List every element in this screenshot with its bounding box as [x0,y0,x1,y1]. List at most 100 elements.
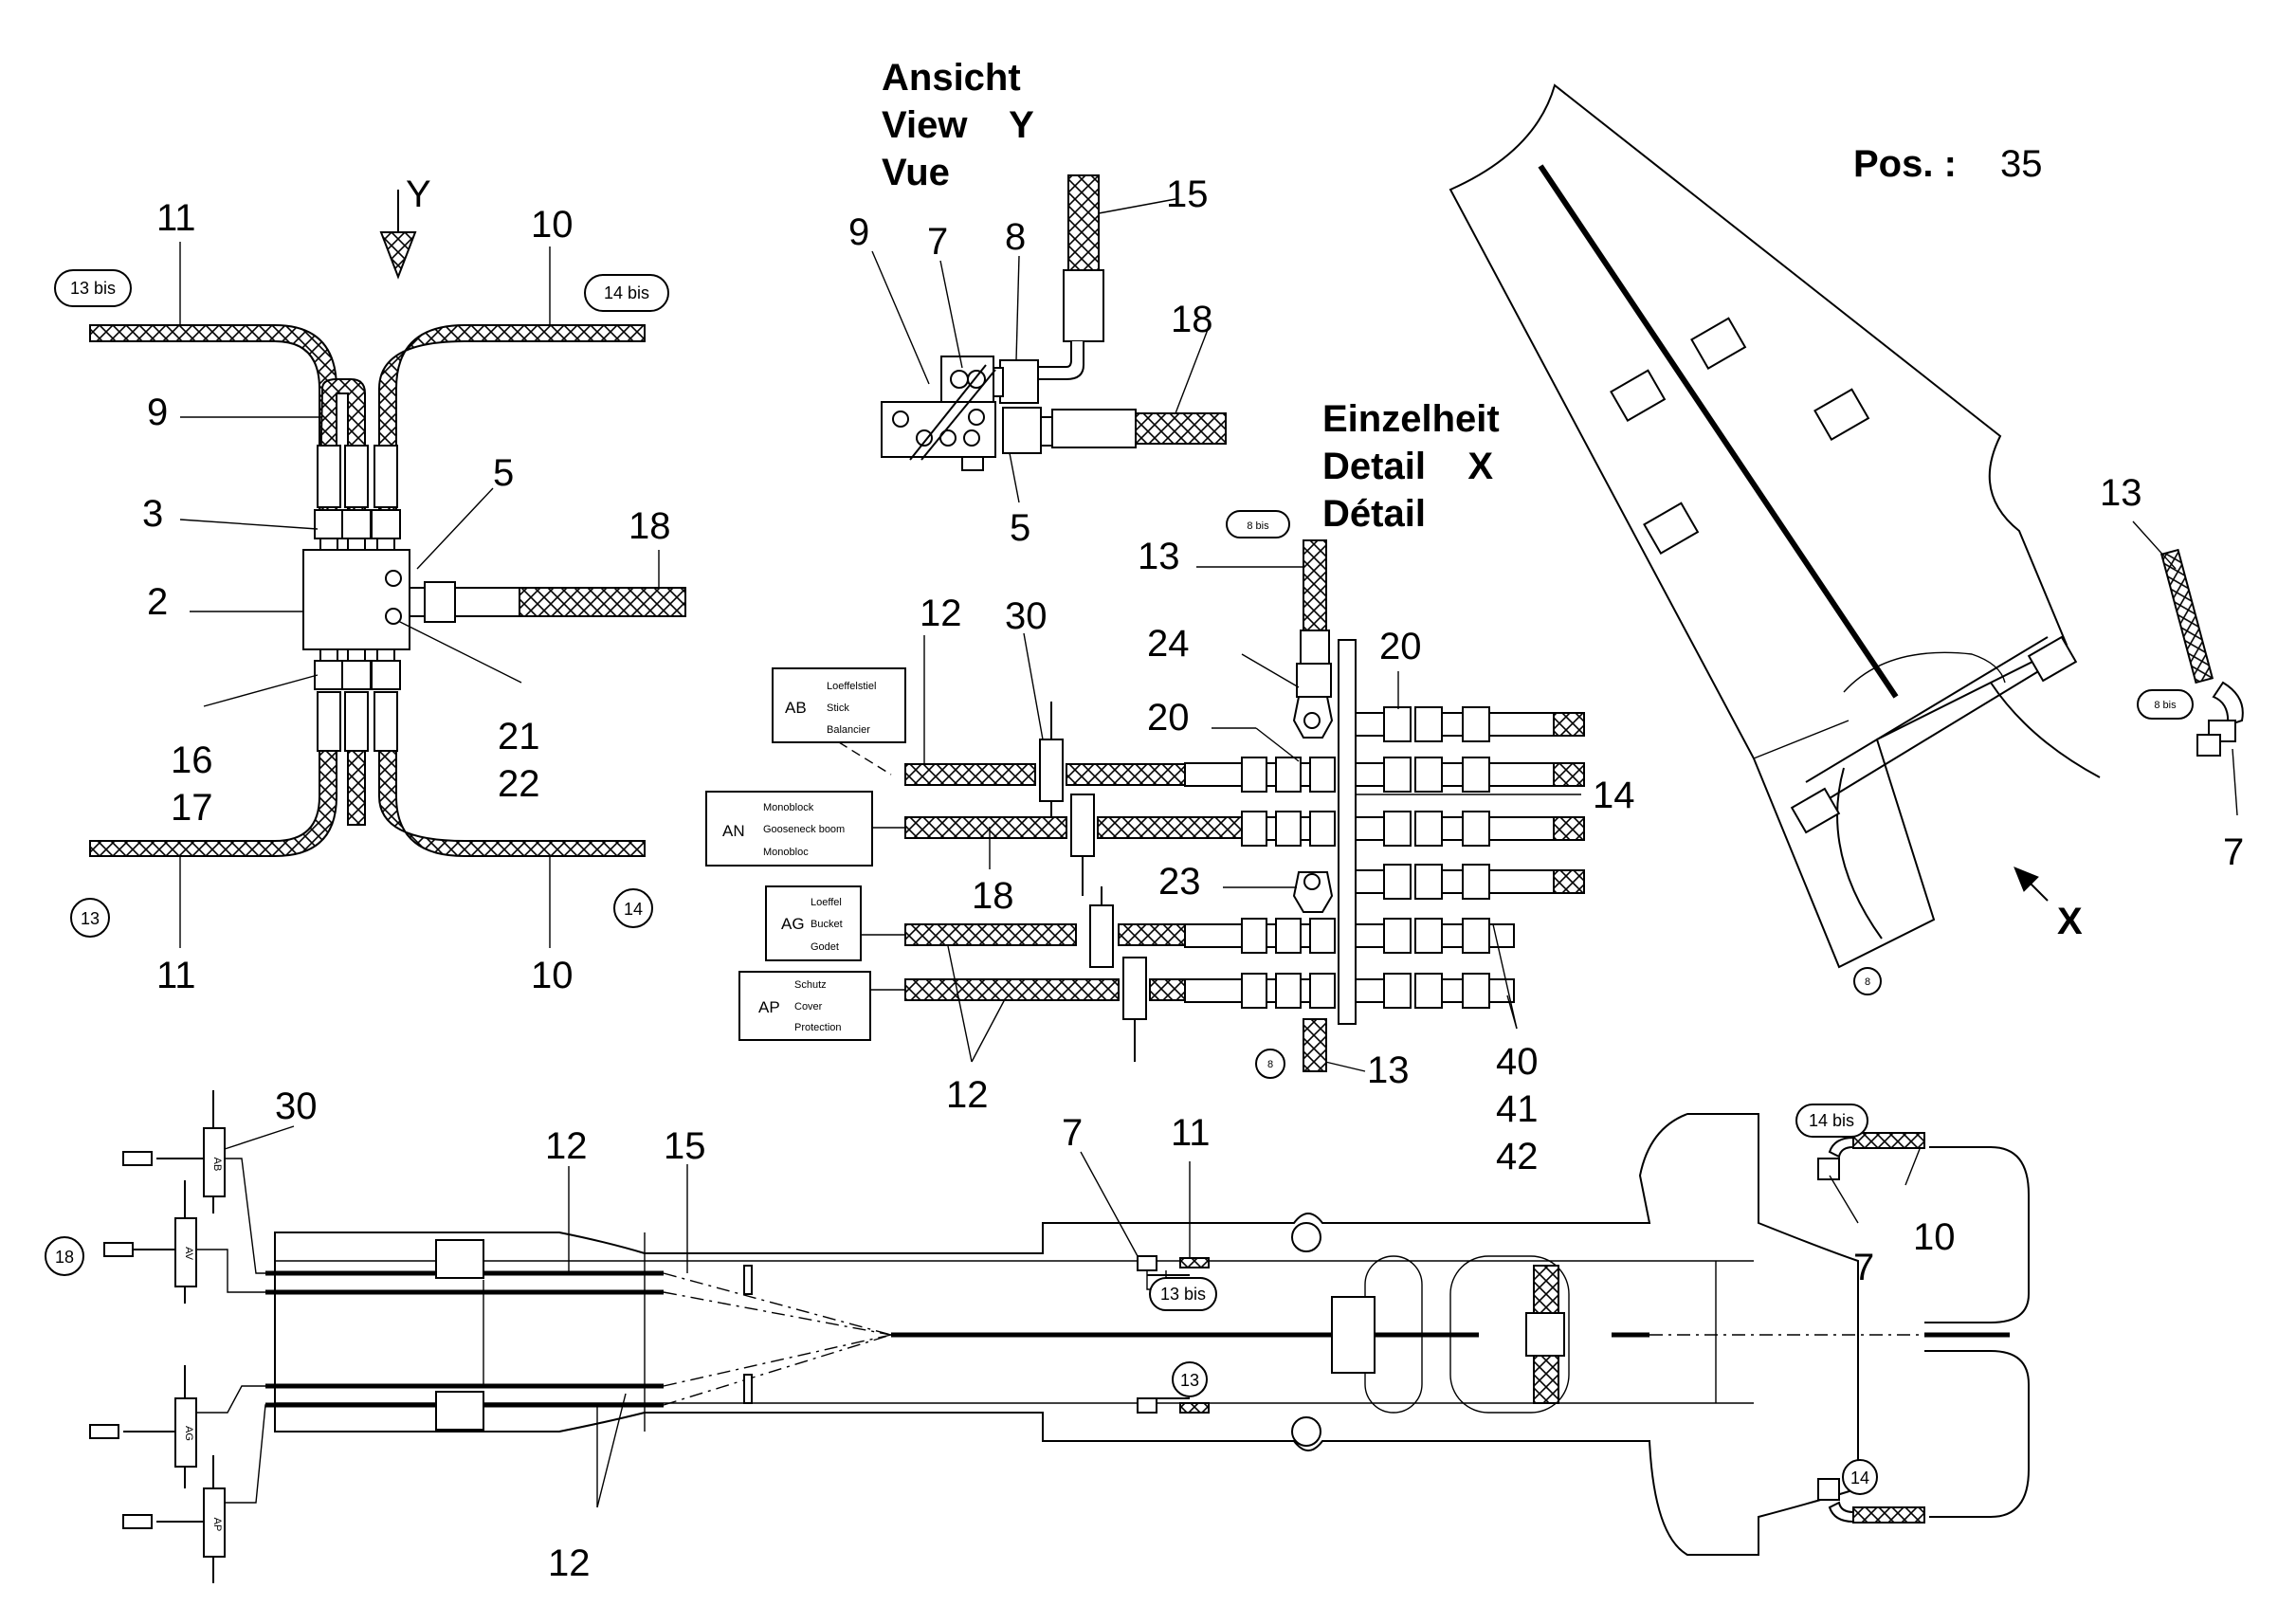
detailx-label-12-bottom: 12 [946,1074,989,1116]
boom-section: Pos. : 35 X 13 7 8 bis [1449,83,2244,995]
group-box-ap: AP Schutz Cover Protection [738,971,905,1041]
detailx-label-24: 24 [1147,623,1190,665]
label-5: 5 [493,452,514,494]
tag-13-left: 13 [81,909,100,928]
connector-rows [1184,706,1585,1009]
view-y-arrow [379,190,417,280]
label-3: 3 [142,493,163,535]
group-code-an: AN [722,822,745,840]
detailx-label-12-top: 12 [920,593,962,634]
group-code-ab: AB [785,699,807,717]
detailx-tag-8: 8 [1267,1059,1273,1070]
group-box-an: AN Monoblock Gooseneck boom Monobloc [705,791,905,867]
valve-code-ap: AP [211,1518,223,1532]
svg-text:Stick: Stick [827,703,849,714]
detailx-title-1: Einzelheit [1322,398,1500,440]
viewy-label-7: 7 [927,221,948,263]
group-code-ap: AP [758,998,780,1016]
svg-text:Protection: Protection [794,1022,842,1033]
detailx-label-13-bottom: 13 [1367,1049,1410,1091]
hose-11-lower [89,720,337,857]
tag-14bis-left: 14 bis [604,283,649,302]
label-10-top: 10 [531,204,574,246]
group-box-ag: AG Loeffel Bucket Godet [765,885,905,961]
boom-tag-8bis: 8 bis [2154,700,2177,711]
svg-text:Monoblock: Monoblock [763,802,814,813]
arrow-label-x: X [2057,901,2083,942]
arm-bracket-top [435,1239,484,1279]
boom-tag-8: 8 [1865,976,1870,988]
bottom-label-12-top: 12 [545,1125,588,1167]
hose-10-upper [378,324,646,532]
view-y-panel: Ansicht View Y Vue 9 [848,57,1227,549]
bottom-tag-14: 14 [1850,1469,1869,1487]
detailx-label-13-top: 13 [1138,536,1180,577]
label-11-top: 11 [156,197,196,239]
detailx-label-14: 14 [1593,775,1635,816]
label-9: 9 [147,392,168,433]
distribution-block-2 [302,549,410,650]
bottom-label-30: 30 [275,1086,318,1127]
valve-code-av: AV [183,1247,194,1261]
label-22: 22 [498,763,540,805]
valve-av: AV [103,1180,275,1304]
bottom-tag-14bis: 14 bis [1809,1111,1854,1130]
left-distribution-block: Y [54,173,686,996]
label-11-bottom: 11 [156,955,196,996]
hose-11-upper [89,324,337,532]
hose-18 [519,587,686,617]
hose-15-viewy [1067,174,1100,281]
port-21 [385,608,402,625]
bottom-label-12-bottom: 12 [548,1542,591,1584]
bottom-arm-section: AB AV AG AP [45,1086,2030,1584]
bottom-tag-13: 13 [1180,1371,1199,1390]
lower-fittings [314,648,401,752]
label-10-bottom: 10 [531,955,574,996]
view-y-title-2: View Y [882,104,1034,146]
label-21: 21 [498,716,540,757]
viewy-label-8: 8 [1005,216,1026,258]
detailx-label-42: 42 [1496,1136,1539,1177]
bottom-tag-18: 18 [55,1248,74,1267]
detailx-label-41: 41 [1496,1088,1539,1130]
label-16: 16 [171,739,213,781]
pos-value: 35 [2000,143,2043,185]
viewy-label-18: 18 [1171,299,1213,340]
arm-bracket-bottom [435,1391,484,1431]
svg-text:Cover: Cover [794,1001,823,1013]
valve-code-ag: AG [183,1426,194,1441]
viewy-label-15: 15 [1166,173,1209,215]
arm-block-center [1331,1296,1376,1374]
svg-text:Loeffel: Loeffel [811,897,842,908]
bottom-label-10: 10 [1913,1216,1956,1258]
upper-fittings [314,445,401,551]
valve-ag: AG [89,1365,275,1488]
port-5 [385,570,402,587]
detailx-label-20: 20 [1147,697,1190,739]
bottom-tag-13bis: 13 bis [1160,1285,1206,1304]
detailx-label-30: 30 [1005,595,1048,637]
arm-distribution-block [1525,1312,1565,1357]
svg-text:Gooseneck boom: Gooseneck boom [763,824,845,835]
bottom-label-7-right: 7 [1853,1247,1874,1288]
detailx-label-18: 18 [972,875,1014,917]
detailx-label-20-top: 20 [1379,626,1422,667]
tag-13bis-left: 13 bis [70,279,116,298]
svg-text:Monobloc: Monobloc [763,847,809,858]
detailx-title-3: Détail [1322,493,1426,535]
bottom-label-7: 7 [1062,1112,1083,1154]
view-y-title-3: Vue [882,152,950,193]
label-17: 17 [171,787,213,829]
bottom-label-15: 15 [664,1125,706,1167]
label-18: 18 [629,505,671,547]
boom-brackets [1610,317,2078,834]
svg-text:Godet: Godet [811,941,839,953]
tag-14-left: 14 [624,900,643,919]
mounting-plate [1338,639,1357,1025]
group-box-ab: AB Loeffelstiel Stick Balancier [772,667,906,776]
boom-outline [1449,83,2068,969]
detailx-title-2: Detail X [1322,446,1493,487]
label-2: 2 [147,581,168,623]
pos-label: Pos. : [1853,143,1957,185]
